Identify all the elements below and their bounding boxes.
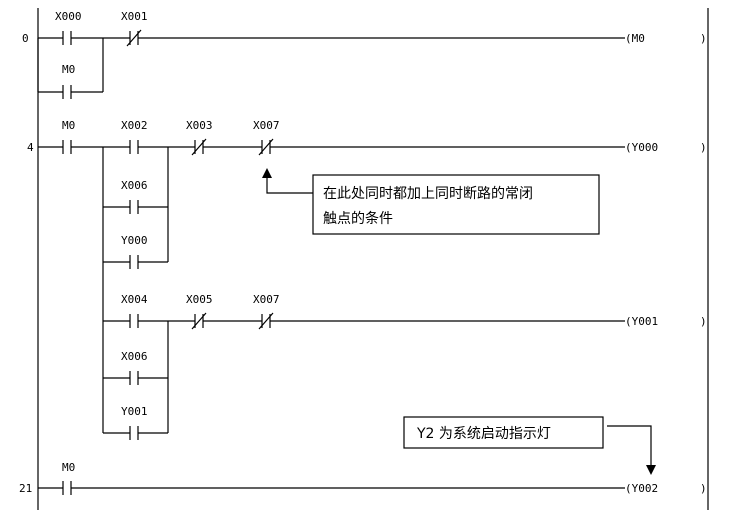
contact-label: X006	[121, 350, 148, 363]
contact-label: X001	[121, 10, 148, 23]
interlock-annotation: 在此处同时都加上同时断路的常闭 触点的条件	[262, 168, 600, 235]
arrow-line	[266, 178, 313, 194]
arrow-down-icon	[646, 465, 656, 475]
contact-m0-latch[interactable]: M0	[62, 63, 75, 99]
coil-close: )	[700, 482, 707, 495]
contact-label: X005	[186, 293, 213, 306]
coil-label: (Y002	[625, 482, 658, 495]
note-box	[403, 416, 604, 449]
indicator-annotation: Y2 为系统启动指示灯	[403, 416, 656, 475]
coil-close: )	[700, 141, 707, 154]
contact-label: X006	[121, 179, 148, 192]
coil-label: (Y001	[625, 315, 658, 328]
contact-label: M0	[62, 63, 75, 76]
contact-x003[interactable]: X003	[186, 119, 213, 156]
contact-label: X007	[253, 293, 280, 306]
contact-x006[interactable]: X006	[121, 179, 148, 214]
contact-x000[interactable]: X000	[55, 10, 82, 45]
contact-y001[interactable]: Y001	[121, 405, 148, 440]
coil-y001[interactable]: (Y001 )	[625, 315, 707, 328]
contact-m0-rung21[interactable]: M0	[62, 461, 75, 495]
coil-y002[interactable]: (Y002 )	[625, 482, 707, 495]
contact-label: X000	[55, 10, 82, 23]
contact-x007[interactable]: X007	[253, 119, 280, 156]
contact-x002[interactable]: X002	[121, 119, 148, 154]
coil-close: )	[700, 32, 707, 45]
coil-m0[interactable]: (M0 )	[625, 32, 707, 45]
coil-close: )	[700, 315, 707, 328]
contact-label: Y000	[121, 234, 148, 247]
contact-m0[interactable]: M0	[62, 119, 75, 154]
step-number: 0	[22, 32, 29, 45]
coil-label: (M0	[625, 32, 645, 45]
note-line-2: 触点的条件	[323, 210, 393, 227]
contact-label: Y001	[121, 405, 148, 418]
note-line-1: 在此处同时都加上同时断路的常闭	[323, 186, 533, 202]
contact-x006-branch[interactable]: X006	[121, 350, 148, 385]
indicator-note-text: Y2 为系统启动指示灯	[416, 426, 551, 442]
contact-label: X004	[121, 293, 148, 306]
contact-label: X007	[253, 119, 280, 132]
contact-x001[interactable]: X001	[121, 10, 148, 47]
step-number: 4	[27, 141, 34, 154]
contact-label: X003	[186, 119, 213, 132]
contact-x005[interactable]: X005	[186, 293, 213, 330]
coil-label: (Y000	[625, 141, 658, 154]
arrow-up-icon	[262, 168, 272, 178]
rung-0: 0 X000 X001 M0 (M0 )	[22, 10, 707, 99]
contact-x004[interactable]: X004	[121, 293, 148, 328]
arrow-line	[607, 425, 652, 465]
contact-label: X002	[121, 119, 148, 132]
note-box	[312, 174, 600, 235]
rung-21: 21 M0 (Y002 )	[19, 461, 707, 495]
contact-x007-branch[interactable]: X007	[253, 293, 280, 330]
contact-label: M0	[62, 119, 75, 132]
contact-y000[interactable]: Y000	[121, 234, 148, 269]
contact-label: M0	[62, 461, 75, 474]
step-number: 21	[19, 482, 32, 495]
rung-4: 4 M0 X002 X003 X007	[27, 119, 707, 440]
coil-y000[interactable]: (Y000 )	[625, 141, 707, 154]
